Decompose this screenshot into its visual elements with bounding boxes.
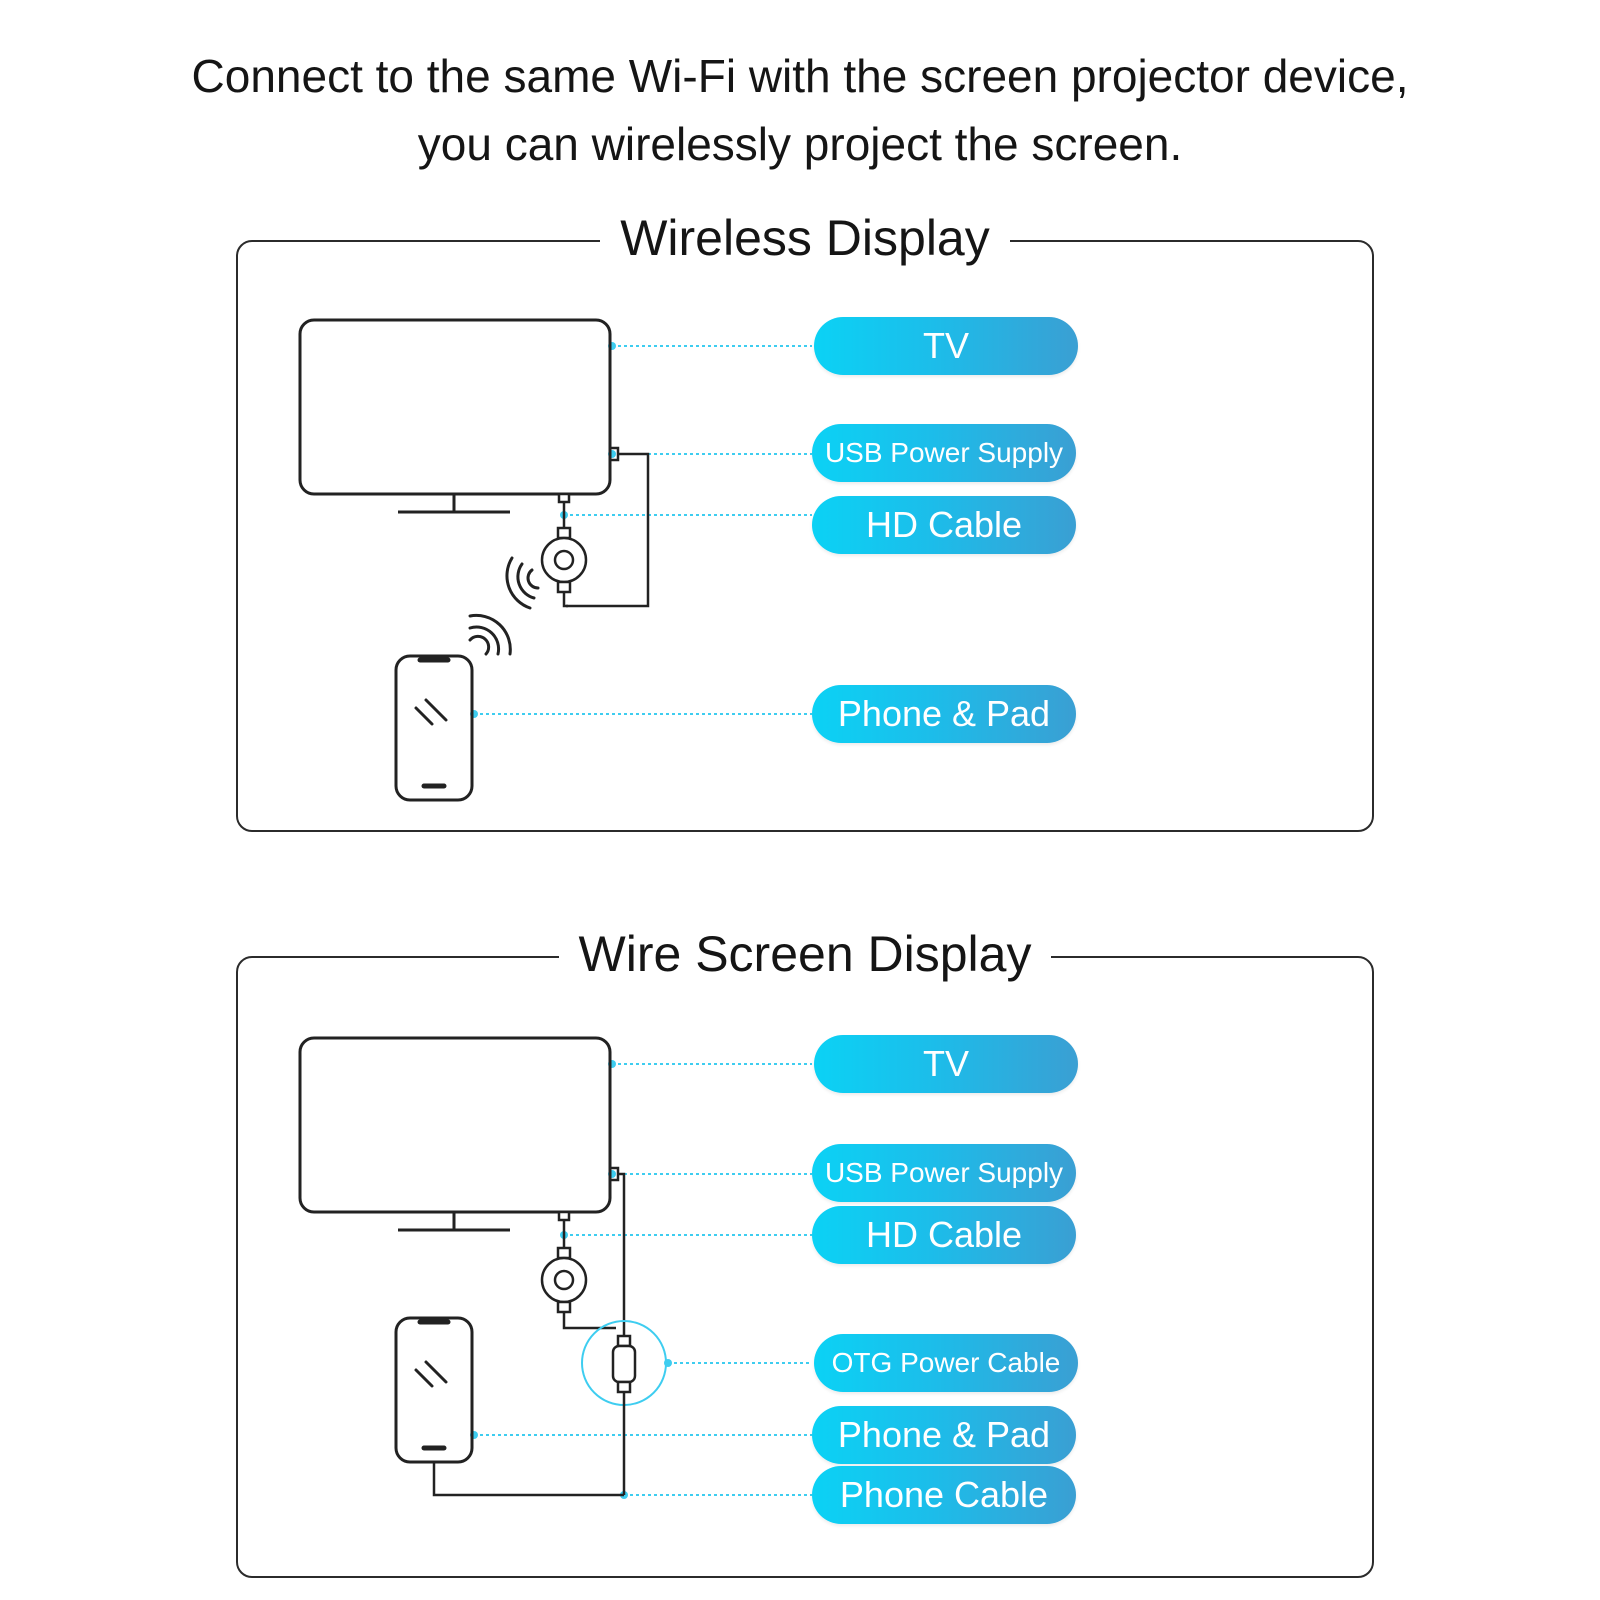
label-otg-power-cable: OTG Power Cable bbox=[814, 1334, 1078, 1392]
headline-line-1: Connect to the same Wi-Fi with the scree… bbox=[191, 50, 1409, 102]
tv-icon bbox=[298, 1036, 612, 1232]
label-hd-cable: HD Cable bbox=[812, 1206, 1076, 1264]
wireless-display-diagram bbox=[298, 318, 812, 802]
leader-lines bbox=[474, 345, 812, 715]
label-phone-pad: Phone & Pad bbox=[812, 685, 1076, 743]
label-usb-power-supply: USB Power Supply bbox=[812, 424, 1076, 482]
phone-icon bbox=[394, 1316, 474, 1464]
wifi-signal-icon bbox=[505, 556, 540, 610]
projector-dongle-icon bbox=[540, 492, 588, 608]
label-tv: TV bbox=[814, 317, 1078, 375]
phone-icon bbox=[394, 654, 474, 802]
label-phone-pad: Phone & Pad bbox=[812, 1406, 1076, 1464]
label-usb-power-supply: USB Power Supply bbox=[812, 1144, 1076, 1202]
leader-lines bbox=[474, 1063, 812, 1496]
usb-power-cable bbox=[566, 446, 650, 608]
wireless-display-title: Wireless Display bbox=[238, 208, 1372, 268]
label-hd-cable: HD Cable bbox=[812, 496, 1076, 554]
label-phone-cable: Phone Cable bbox=[812, 1466, 1076, 1524]
tv-icon bbox=[298, 318, 612, 514]
otg-connector-icon bbox=[611, 1334, 637, 1495]
wire-screen-display-diagram bbox=[298, 1036, 812, 1499]
wifi-signal-icon bbox=[468, 613, 512, 656]
headline-line-2: you can wirelessly project the screen. bbox=[417, 118, 1183, 170]
wire-screen-display-title: Wire Screen Display bbox=[238, 924, 1372, 984]
wireless-display-panel: Wireless Display bbox=[236, 210, 1374, 832]
phone-cable bbox=[432, 1462, 624, 1497]
wire-screen-display-panel: Wire Screen Display bbox=[236, 926, 1374, 1578]
usb-power-cable bbox=[608, 1166, 626, 1336]
label-tv: TV bbox=[814, 1035, 1078, 1093]
leader-dots bbox=[470, 342, 616, 718]
projector-dongle-icon bbox=[540, 1210, 616, 1330]
